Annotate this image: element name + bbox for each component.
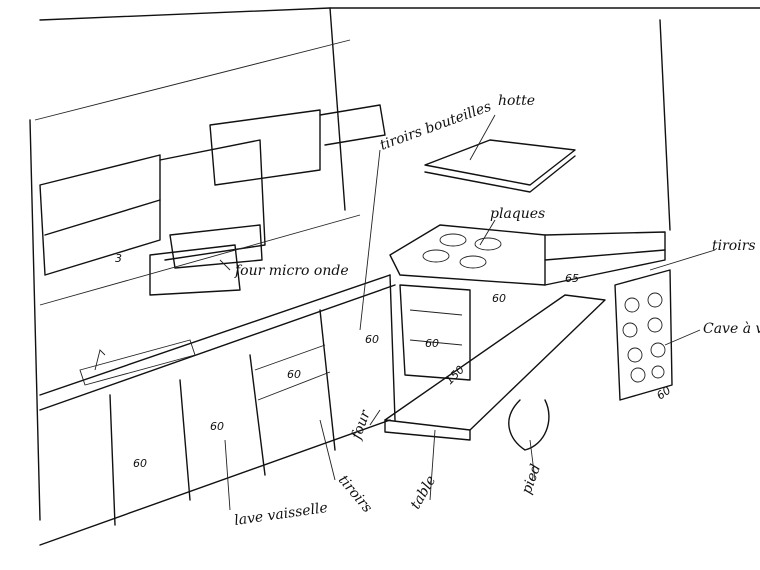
hood	[424, 139, 576, 193]
label-cave-a-vin: Cave à vi	[703, 321, 760, 337]
cooktop-counter	[389, 224, 666, 286]
dim-60-oven: 60	[425, 337, 439, 350]
base-cabinets	[39, 274, 471, 546]
label-table: table	[408, 473, 440, 512]
label-tiroirs-bottom: tiroirs	[335, 472, 375, 516]
leader-lines	[219, 114, 716, 511]
dim-3: 3	[115, 252, 122, 265]
dim-150: 150	[443, 363, 467, 387]
label-lave-vaisselle: lave vaisselle	[233, 500, 328, 529]
label-plaques: plaques	[490, 206, 545, 222]
table	[384, 294, 606, 451]
dim-60-sink: 60	[133, 457, 147, 470]
upper-cabinets	[39, 104, 386, 306]
dim-60-oven-top: 60	[365, 333, 379, 346]
label-tiroirs-right: tiroirs	[712, 238, 756, 254]
label-hotte: hotte	[498, 93, 535, 109]
label-pied: pied	[519, 462, 545, 496]
walls	[29, 7, 760, 521]
dim-60-dishwasher: 60	[210, 420, 224, 433]
wine-cellar	[614, 269, 673, 401]
dim-60-drawers: 60	[287, 368, 301, 381]
dim-60-plaques: 60	[492, 292, 506, 305]
dim-60-cave: 60	[654, 384, 673, 403]
dim-65: 65	[565, 272, 579, 285]
label-four-micro-onde: four micro onde	[234, 263, 349, 279]
